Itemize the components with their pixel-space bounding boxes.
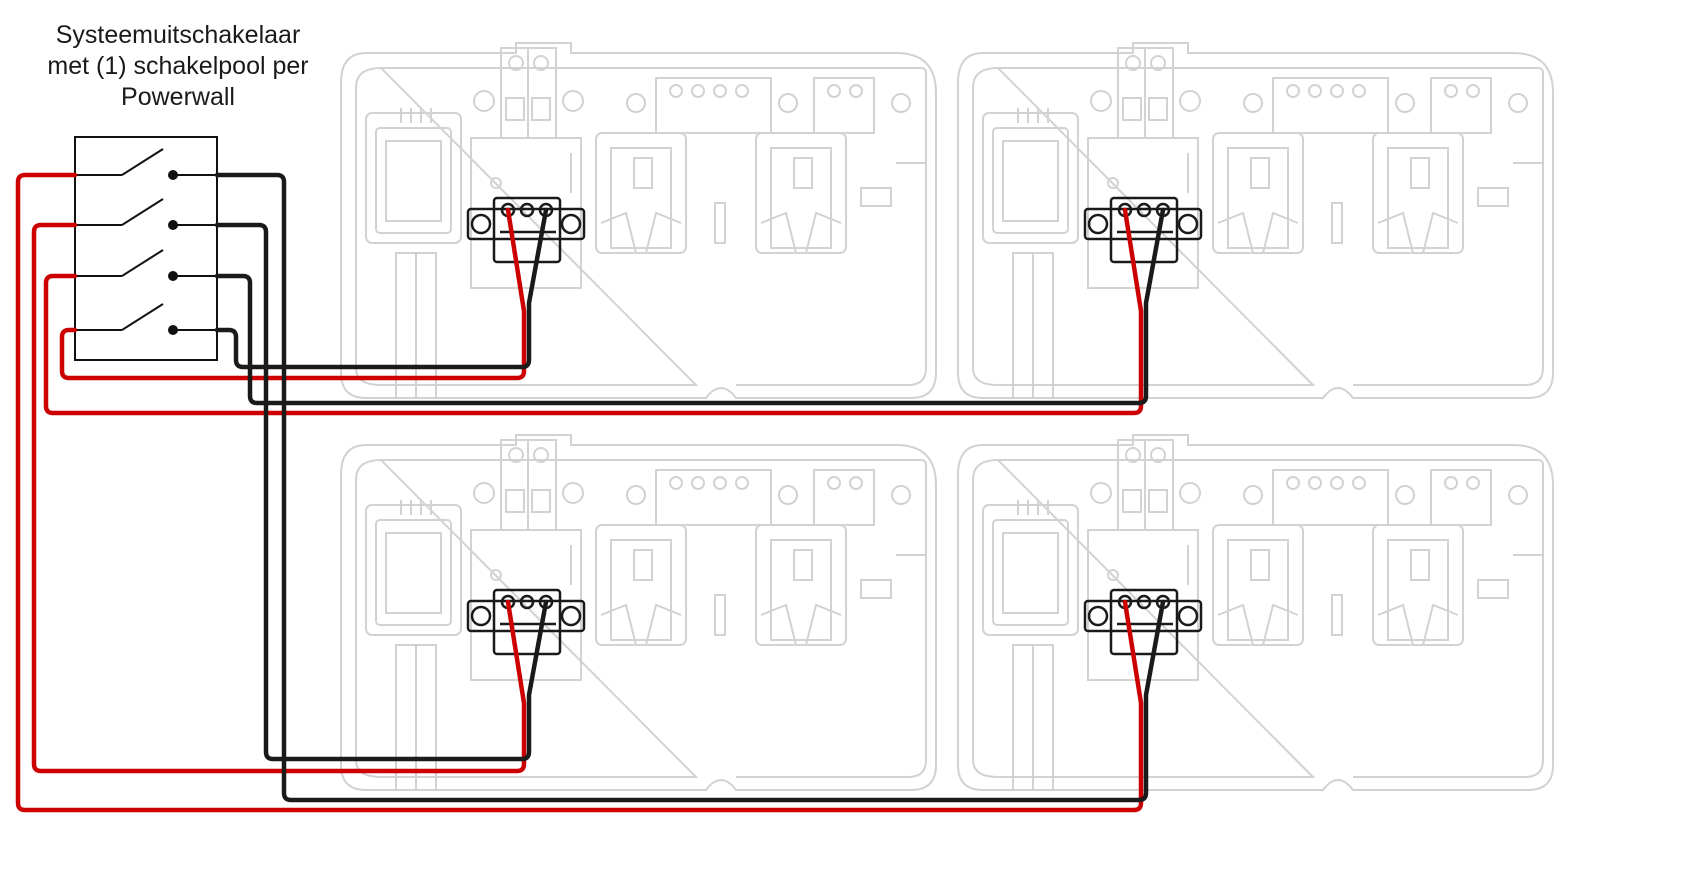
black-wire-top-left — [214, 207, 549, 370]
red-wire-bottom-right — [15, 172, 1144, 813]
red-wire-bottom-left — [31, 222, 527, 774]
switch-pole-4 — [75, 303, 217, 335]
switch-label-line-1: Systeemuitschakelaar — [55, 21, 301, 49]
switch-housing — [74, 136, 218, 361]
powerwall-unit-bottom-right — [957, 434, 1554, 791]
powerwall-units — [340, 42, 1554, 791]
switch-label: Systeemuitschakelaar met (1) schakelpool… — [6, 20, 350, 113]
powerwall-unit-bottom-left — [340, 434, 937, 791]
terminal-block-bottom-right — [1083, 588, 1203, 656]
terminal-block-top-left — [466, 196, 586, 264]
powerwall-unit-top-right — [957, 42, 1554, 399]
switch-label-line-3: Powerwall — [121, 83, 235, 111]
switch-pole-2 — [75, 198, 217, 230]
wiring — [15, 172, 1166, 813]
switch-label-line-2: met (1) schakelpool per — [47, 52, 309, 80]
terminal-block-bottom-left — [466, 588, 586, 656]
powerwall-unit-top-left — [340, 42, 937, 399]
red-wire-top-left — [59, 207, 527, 381]
black-wire-bottom-right — [214, 172, 1166, 803]
terminal-block-top-right — [1083, 196, 1203, 264]
shutdown-switch — [74, 136, 218, 361]
switch-pole-1 — [75, 148, 217, 180]
red-wire-top-right — [43, 207, 1144, 416]
black-wire-bottom-left — [214, 222, 549, 762]
black-wire-top-right — [214, 207, 1166, 406]
switch-pole-3 — [75, 249, 217, 281]
